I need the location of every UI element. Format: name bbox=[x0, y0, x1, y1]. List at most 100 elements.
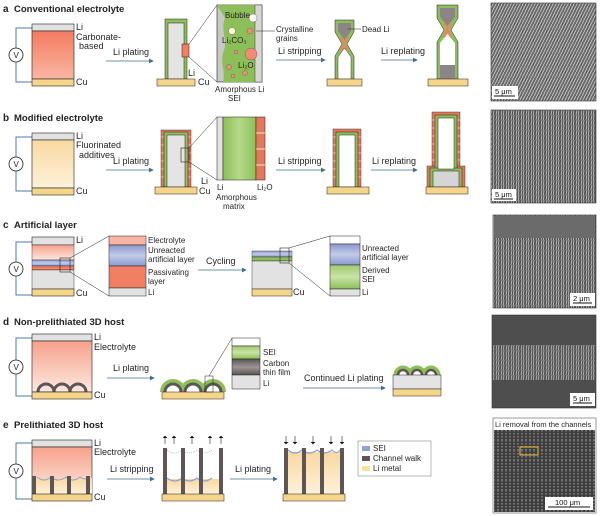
panel-b-title: Modified electrolyte bbox=[14, 113, 103, 124]
panel-e-cell: V Li Electrolyte Cu bbox=[8, 438, 136, 502]
voltmeter-label: V bbox=[14, 51, 20, 60]
label-cu: Cu bbox=[94, 390, 106, 400]
arrow-down-icons bbox=[283, 436, 345, 445]
panel-d-title: Non-prelithiated 3D host bbox=[14, 317, 125, 328]
label-grains: grains bbox=[276, 34, 298, 43]
cu-layer bbox=[31, 78, 75, 87]
arrow-label-cycling: Cycling bbox=[206, 256, 236, 266]
panel-c-letter: c bbox=[3, 220, 9, 231]
electrolyte-layer bbox=[31, 30, 75, 80]
legend-item-li-metal: Li metal bbox=[362, 464, 401, 473]
panel-c-sem-image: 2 μm bbox=[492, 214, 597, 309]
label-derived: Derived bbox=[362, 266, 390, 275]
panel-c-inset-1: Electrolyte Unreacted artificial layer P… bbox=[108, 235, 195, 297]
scale-bar-label: 5 μm bbox=[573, 394, 590, 403]
label-li: Li bbox=[148, 288, 154, 297]
panel-e: e Prelithiated 3D host V Li Electrolyte … bbox=[3, 417, 597, 514]
legend-swatch bbox=[362, 456, 370, 461]
panel-a-title: Conventional electrolyte bbox=[14, 4, 124, 15]
label-li: Li bbox=[362, 288, 368, 297]
panel-e-sem-image: Li removal from the channels 100 μm bbox=[492, 417, 597, 514]
panel-a-letter: a bbox=[3, 4, 9, 15]
legend-item-channel-walk: Channel walk bbox=[362, 454, 422, 463]
panel-d-continued-plating bbox=[392, 365, 442, 397]
arrow-label-li-stripping: Li stripping bbox=[278, 46, 322, 56]
label-amorphous-li: Amorphous Li bbox=[215, 85, 265, 94]
label-sei: SEI bbox=[228, 94, 241, 103]
voltmeter-icon bbox=[8, 47, 24, 63]
panel-a-plated-electrode: Li Cu bbox=[156, 18, 210, 87]
legend-label: SEI bbox=[373, 444, 386, 453]
panel-c: c Artificial layer V Li Cu Electrolyte U… bbox=[3, 214, 597, 309]
label-fluorinated: Fluorinated bbox=[76, 140, 121, 150]
panel-b-sei-inset: Li Li₂O Amorphous matrix bbox=[216, 116, 273, 211]
voltmeter-icon bbox=[8, 261, 24, 277]
label-unreacted: Unreacted bbox=[148, 246, 185, 255]
legend-label: Channel walk bbox=[373, 454, 422, 463]
arrow-label-continued-li-plating: Continued Li plating bbox=[304, 373, 384, 383]
panel-a-replated-electrode bbox=[427, 4, 469, 87]
panel-a-cell: V Li Carbonate- based Cu bbox=[8, 22, 121, 87]
label-sei: SEI bbox=[263, 348, 276, 357]
legend-item-sei: SEI bbox=[362, 444, 386, 453]
label-unreacted: Unreacted bbox=[362, 244, 399, 253]
label-li-inset: Li bbox=[217, 183, 223, 192]
label-dead-li: Dead Li bbox=[362, 25, 390, 34]
label-additives: additives bbox=[79, 150, 115, 160]
label-cu: Cu bbox=[199, 186, 211, 196]
legend-swatch bbox=[362, 446, 370, 451]
panel-c-inset-2: Unreacted artificial layer Derived SEI L… bbox=[329, 235, 409, 297]
label-cu: Cu bbox=[76, 77, 88, 87]
voltmeter-label: V bbox=[14, 363, 20, 372]
label-li: Li bbox=[201, 176, 208, 186]
arrow-label-li-plating: Li plating bbox=[113, 156, 149, 166]
label-electrolyte-1: Carbonate- bbox=[76, 32, 121, 42]
voltmeter-label: V bbox=[14, 160, 20, 169]
label-thin-film: thin film bbox=[263, 368, 291, 377]
panel-b-letter: b bbox=[3, 113, 9, 124]
panel-e-plated-host bbox=[282, 436, 346, 502]
label-crystalline: Crystalline bbox=[276, 25, 314, 34]
label-amorphous: Amorphous bbox=[216, 193, 257, 202]
label-li2o: Li₂O bbox=[257, 183, 273, 192]
panel-e-letter: e bbox=[3, 420, 9, 431]
panel-b-cell: V Li Fluorinated additives Cu bbox=[8, 131, 121, 196]
panel-d: d Non-prelithiated 3D host V Li Electrol… bbox=[3, 314, 597, 409]
li-layer bbox=[31, 23, 75, 32]
panel-d-cell: V Li Electrolyte Cu bbox=[8, 332, 136, 400]
label-li: Li bbox=[263, 379, 269, 388]
label-li: Li bbox=[94, 438, 101, 448]
voltmeter-icon bbox=[8, 463, 24, 479]
label-cu: Cu bbox=[76, 288, 88, 298]
zoom-box bbox=[181, 43, 190, 58]
panel-d-letter: d bbox=[3, 317, 9, 328]
arrow-label-li-stripping: Li stripping bbox=[278, 156, 322, 166]
legend-label: Li metal bbox=[373, 464, 401, 473]
panel-e-stripped-host bbox=[161, 435, 225, 502]
panel-d-inset: SEI Carbon thin film Li bbox=[231, 337, 291, 390]
label-cu: Cu bbox=[293, 287, 305, 297]
label-li: Li bbox=[94, 332, 101, 342]
panel-a-stripped-electrode bbox=[326, 19, 363, 87]
label-layer: layer bbox=[148, 277, 166, 286]
label-artificial-layer: artificial layer bbox=[362, 253, 409, 262]
label-electrolyte: Electrolyte bbox=[94, 447, 136, 457]
panel-d-plated-host bbox=[160, 375, 226, 400]
panel-b: b Modified electrolyte V Li Fluorinated … bbox=[3, 109, 597, 211]
scale-bar-label: 5 μm bbox=[495, 87, 512, 96]
highlight-box bbox=[519, 446, 539, 456]
scale-bar-label: 5 μm bbox=[495, 190, 512, 199]
panel-e-title: Prelithiated 3D host bbox=[14, 420, 104, 431]
panel-a-sem-image: 5 μm bbox=[490, 2, 597, 102]
label-li2o: Li₂O bbox=[238, 61, 254, 70]
panel-c-title: Artificial layer bbox=[14, 220, 77, 231]
voltmeter-label: V bbox=[14, 265, 20, 274]
voltmeter-icon bbox=[8, 156, 24, 172]
arrow-label-li-plating: Li plating bbox=[235, 464, 271, 474]
legend-swatch bbox=[362, 466, 370, 471]
label-li: Li bbox=[76, 235, 83, 245]
panel-c-cycled-electrode: Cu bbox=[251, 247, 305, 297]
scale-bar-label: 100 μm bbox=[555, 498, 580, 507]
arrow-label-li-plating: Li plating bbox=[113, 363, 149, 373]
arrow-up-icons bbox=[162, 435, 224, 444]
